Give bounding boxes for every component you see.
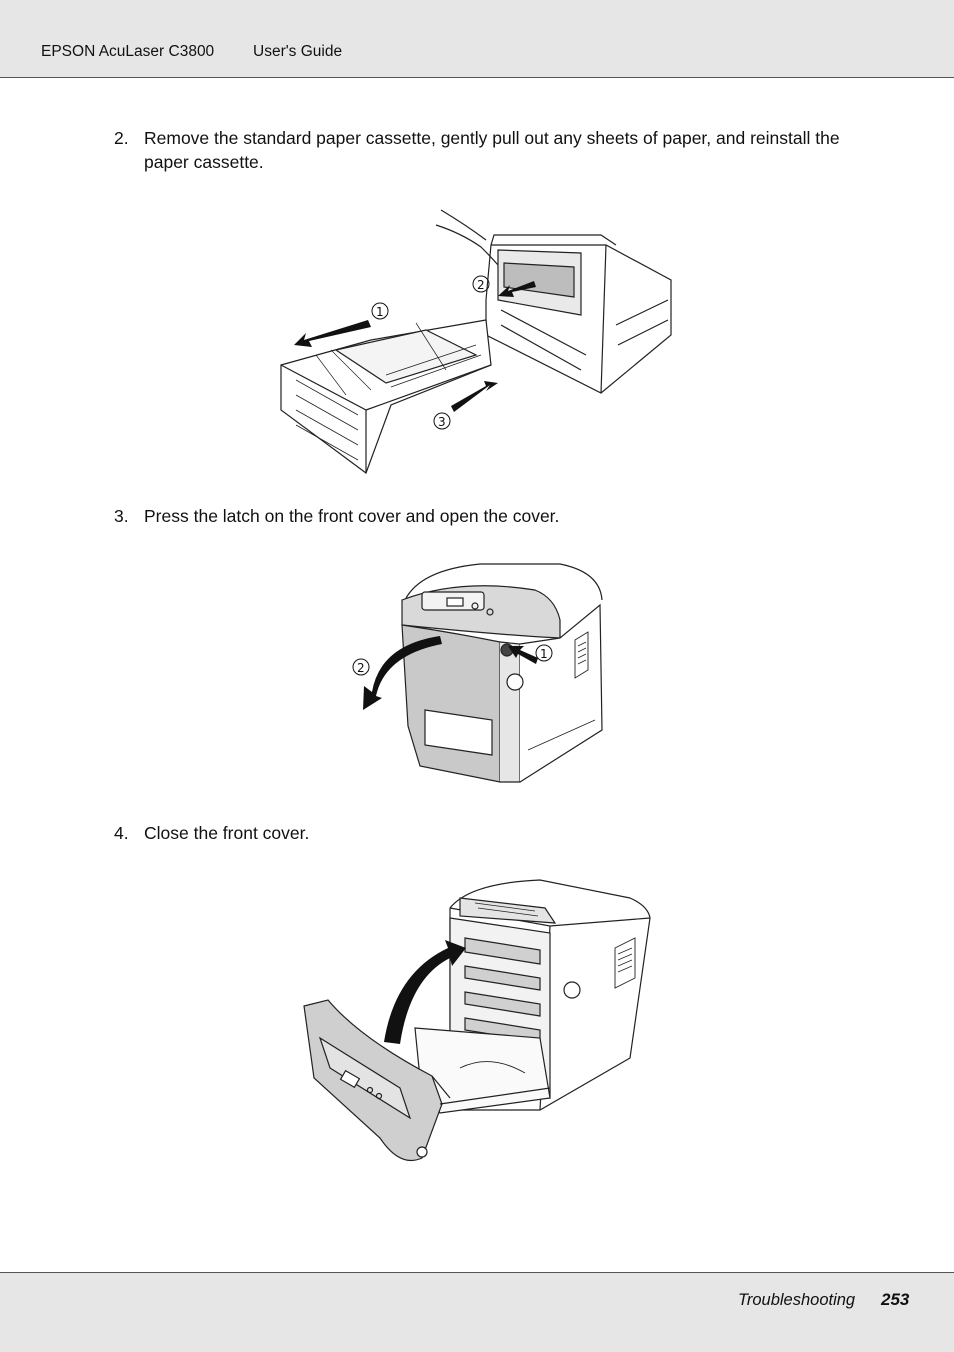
document-title: EPSON AcuLaser C3800 (41, 43, 215, 60)
callout-1: 1 (376, 305, 384, 319)
figure-close-front-cover (300, 878, 654, 1170)
step-number: 3. (114, 506, 129, 526)
step-text: Close the front cover. (144, 823, 310, 843)
callout-3: 3 (438, 415, 446, 429)
callout-2: 2 (477, 278, 485, 292)
footer-section-name: Troubleshooting (738, 1291, 856, 1309)
page-footer: Troubleshooting 253 (0, 1272, 954, 1352)
printer-open-illustration: 1 2 (352, 563, 603, 783)
printer-close-illustration (303, 879, 651, 1162)
step-2: 2. Remove the standard paper cassette, g… (114, 126, 884, 174)
step-text: Press the latch on the front cover and o… (144, 506, 560, 526)
step-number: 4. (114, 823, 129, 843)
step-4: 4. Close the front cover. (114, 821, 884, 845)
step-text: Remove the standard paper cassette, gent… (144, 128, 840, 172)
guide-title: User's Guide (253, 43, 343, 60)
page-header: EPSON AcuLaser C3800 User's Guide (0, 0, 954, 78)
callout-2: 2 (357, 661, 365, 675)
step-number: 2. (114, 128, 129, 148)
cassette-illustration: 1 2 3 (280, 209, 672, 474)
figure-remove-cassette: 1 2 3 (276, 205, 676, 475)
step-3: 3. Press the latch on the front cover an… (114, 504, 884, 528)
page-number: 253 (881, 1290, 910, 1309)
callout-1: 1 (540, 647, 548, 661)
figure-open-front-cover: 1 2 (350, 560, 610, 792)
